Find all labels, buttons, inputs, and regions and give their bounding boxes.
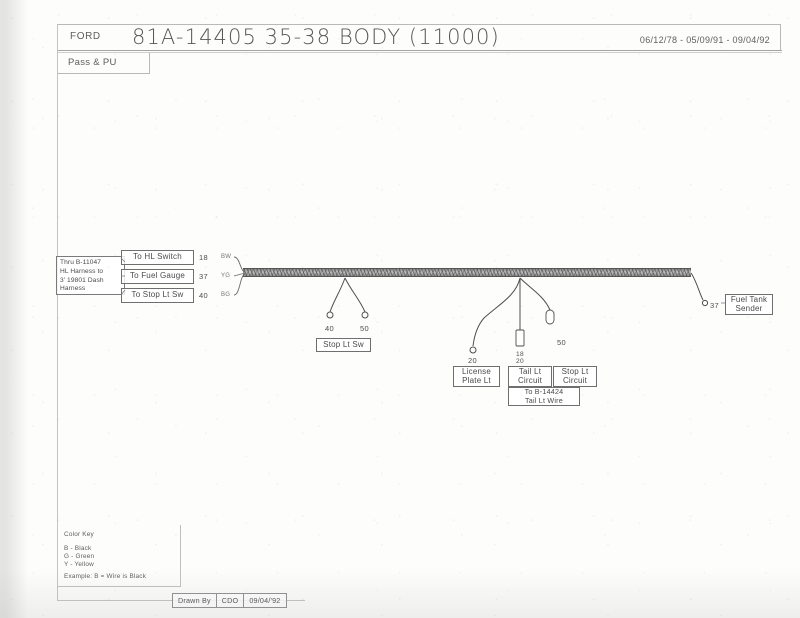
terminal-40-stop-lt-sw [326, 311, 334, 319]
main-harness-bundle [243, 268, 691, 277]
fuel-tank-sender-wire-number: 37 [710, 301, 719, 310]
terminal-20-license-plate [469, 346, 477, 354]
page-title: 81A-14405 35-38 BODY (11000) [132, 25, 500, 49]
wire-drop-20-license-plate [472, 277, 521, 347]
branch-box-to-fuel-gauge[interactable]: To Fuel Gauge [121, 269, 194, 284]
brand-label: FORD [70, 31, 101, 42]
color-key-row-green: G - Green [64, 553, 95, 560]
wire-number-40: 40 [199, 291, 208, 300]
color-key-title: Color Key [64, 531, 94, 538]
stop-lt-circuit-wire-number: 50 [557, 338, 566, 347]
terminal-50-stop-lt-sw [361, 311, 369, 319]
license-plate-wire-number: 20 [468, 356, 477, 365]
connector-stop-lt-circuit [545, 309, 555, 325]
wire-color-code-40: BG [221, 292, 231, 298]
wire-37-to-fuel-tank-sender [690, 272, 704, 301]
wire-number-37: 37 [199, 272, 208, 281]
stop-lt-sw-wire-right: 50 [360, 324, 369, 333]
connector-tail-lt-circuit [515, 329, 525, 347]
tail-lt-wire-number-bottom: 20 [516, 358, 524, 365]
title-block: FORD 81A-14405 35-38 BODY (11000) 06/12/… [57, 24, 782, 53]
sheet-frame-left-rule [57, 24, 58, 601]
drawn-by-label: Drawn By [173, 594, 217, 607]
wire-color-code-37: YG [221, 273, 231, 279]
subtitle-block: Pass & PU [57, 53, 150, 74]
wire-drop-40-stop-lt-sw [329, 277, 346, 313]
drawn-by-date: 09/04/'92 [249, 596, 281, 605]
tail-lt-wire-number-top: 18 [516, 351, 524, 358]
subtitle-label: Pass & PU [68, 57, 117, 68]
wire-40-into-harness [233, 273, 246, 296]
color-key-block: Color Key B - Black G - Green Y - Yellow… [57, 525, 181, 587]
color-key-row-yellow: Y - Yellow [64, 561, 94, 568]
drawn-by-initials: CDO [217, 594, 245, 607]
branch-box-to-stop-lt-sw[interactable]: To Stop Lt Sw [121, 288, 194, 303]
wire-drop-50-stop-lt-sw [344, 277, 366, 313]
color-key-row-black: B - Black [64, 545, 92, 552]
color-key-example: Example: B = Wire is Black [64, 573, 147, 580]
branch-box-to-hl-switch[interactable]: To HL Switch [121, 250, 194, 265]
terminal-37-fuel-tank-sender [701, 299, 709, 307]
wire-color-code-18: BW [221, 254, 232, 260]
stop-lt-sw-wire-left: 40 [325, 324, 334, 333]
component-box-stop-lt-sw[interactable]: Stop Lt Sw [316, 338, 371, 352]
wire-drop-50-stop-lt-circuit [519, 277, 551, 311]
drawn-by-block: Drawn By CDO 09/04/'92 [172, 593, 287, 608]
revision-dates: 06/12/78 - 05/09/91 - 09/04/92 [639, 35, 770, 45]
wire-number-18: 18 [199, 253, 208, 262]
